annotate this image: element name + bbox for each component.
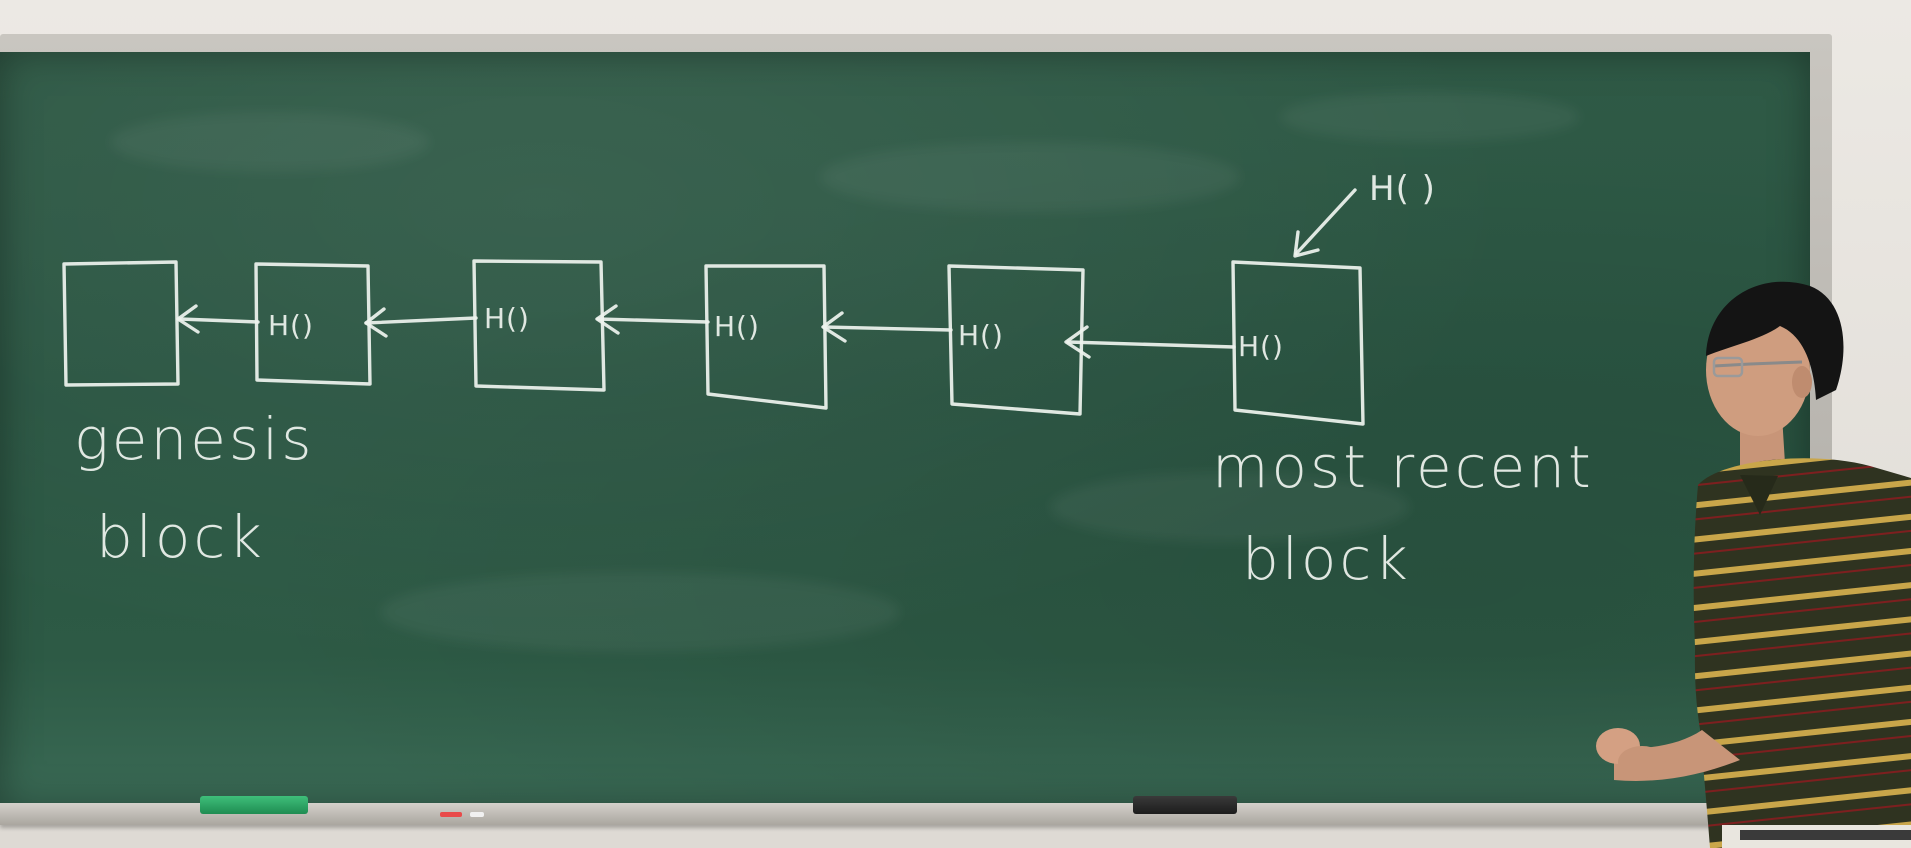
block-3-hash-label: H()	[484, 302, 530, 335]
most-recent-block-caption: block	[1242, 525, 1411, 593]
annotation-hash-label: H( )	[1369, 169, 1436, 209]
hash-pointer-arrow-1	[176, 304, 260, 334]
block-4-hash-label: H()	[714, 310, 760, 343]
white-chalk-piece	[470, 812, 484, 817]
block-5-hash-label: H()	[958, 319, 1004, 352]
chalk-tray	[0, 803, 1840, 825]
hash-pointer-arrow-2	[364, 307, 478, 338]
green-eraser	[200, 796, 308, 814]
lecturer-figure	[1596, 281, 1911, 848]
hash-pointer-arrow-5	[1064, 325, 1236, 359]
genesis-caption: genesis	[74, 405, 315, 473]
red-chalk-piece	[440, 812, 462, 817]
genesis-block-caption: block	[96, 503, 265, 571]
most-recent-caption: most recent	[1212, 433, 1594, 501]
block-5-box	[947, 264, 1085, 416]
hash-pointer-arrow-3	[595, 304, 710, 335]
block-2-hash-label: H()	[268, 309, 314, 342]
genesis-block-box	[62, 260, 180, 387]
most-recent-block-hash-label: H()	[1238, 330, 1284, 363]
annotation-arrow	[1293, 188, 1357, 258]
chalkboard	[0, 52, 1810, 808]
most-recent-block-box	[1231, 260, 1365, 426]
block-2-box	[254, 262, 372, 386]
hash-pointer-arrow-4	[821, 311, 953, 343]
black-eraser	[1133, 796, 1237, 814]
block-4-box	[704, 264, 828, 410]
block-3-box	[472, 259, 606, 392]
